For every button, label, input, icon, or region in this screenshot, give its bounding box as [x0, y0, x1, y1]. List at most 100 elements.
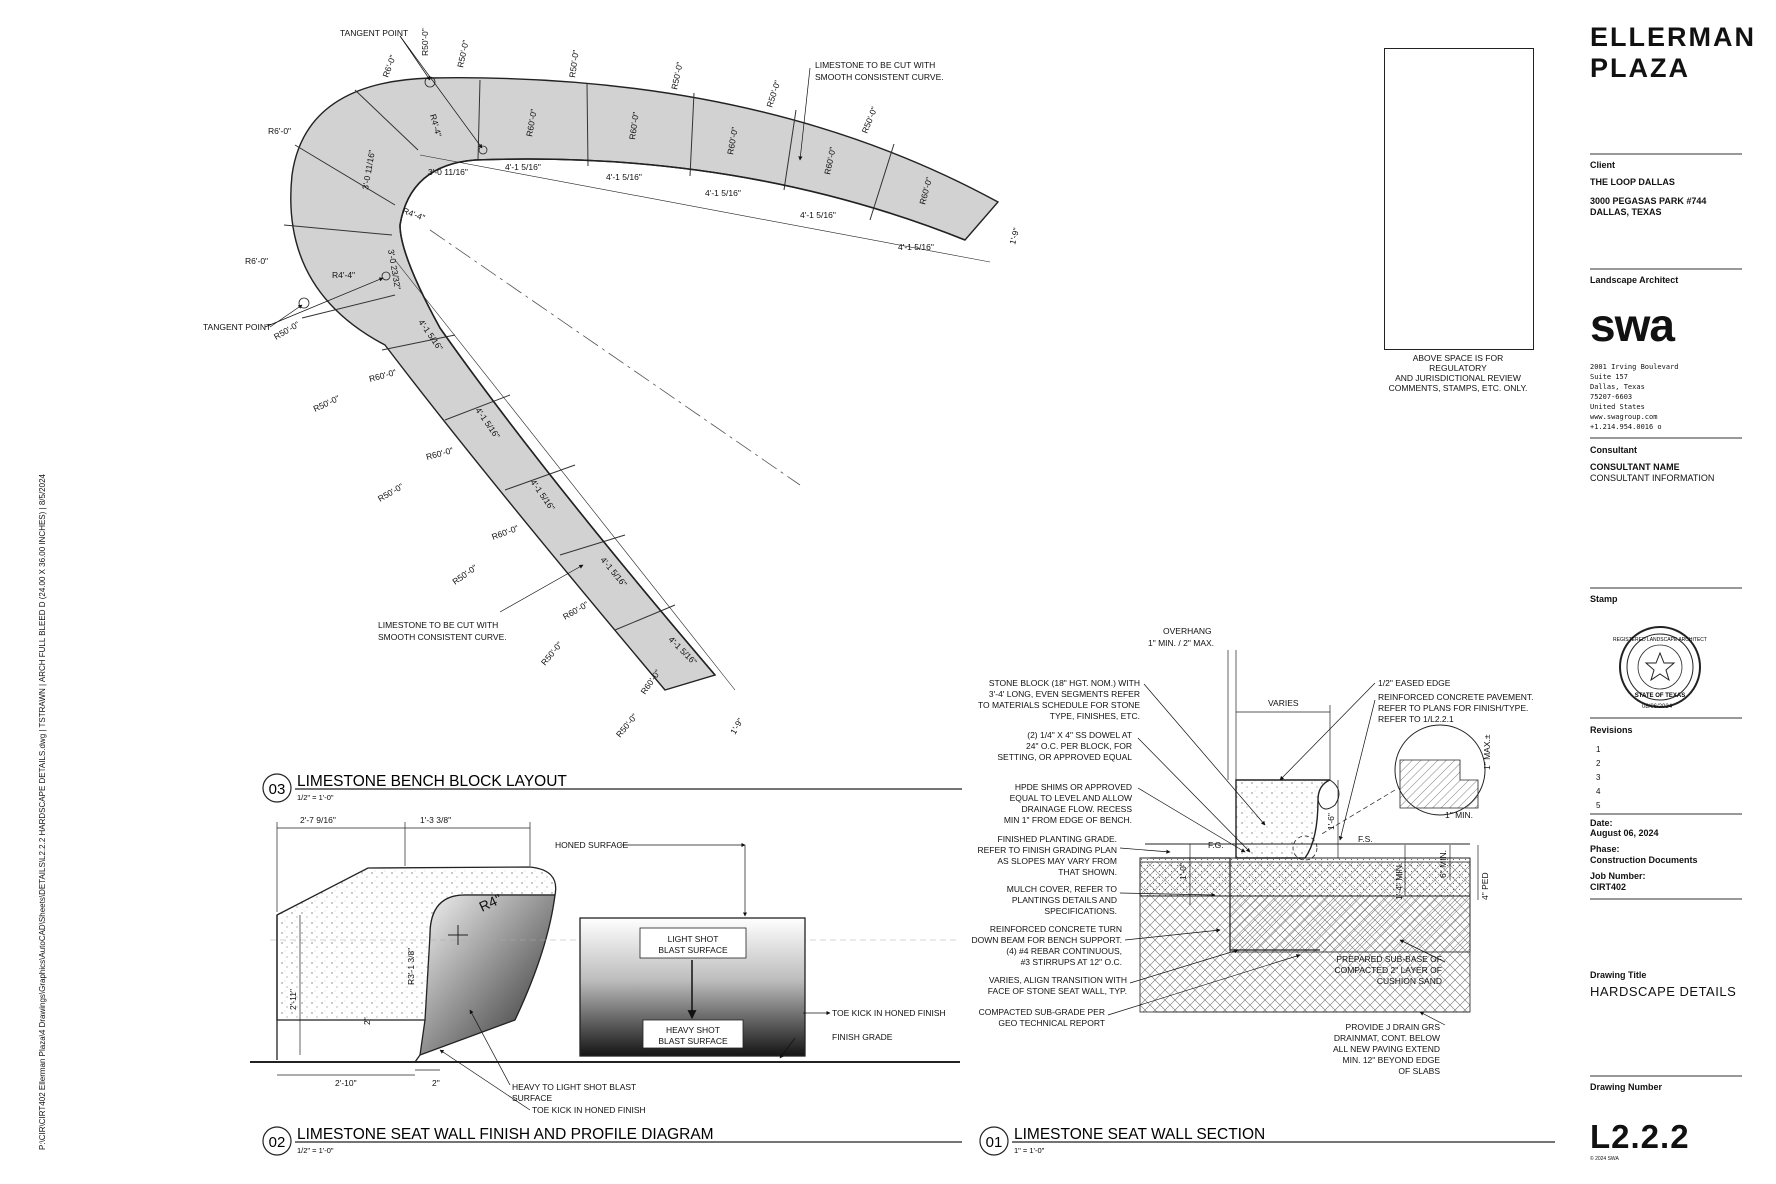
mulch-2: PLANTINGS DETAILS AND: [1012, 895, 1117, 905]
svg-text:STATE OF TEXAS: STATE OF TEXAS: [1635, 693, 1685, 699]
beam-2: DOWN BEAM FOR BENCH SUPPORT.: [972, 935, 1123, 945]
radius-label: R50'-0": [614, 712, 640, 740]
consultant-name: CONSULTANT NAME: [1590, 462, 1680, 472]
height-2-11: 2'-11": [288, 989, 298, 1010]
cut-note-bottom-1: LIMESTONE TO BE CUT WITH: [378, 620, 498, 630]
grade-1: FINISHED PLANTING GRADE.: [998, 834, 1118, 844]
heavy-shot-1: HEAVY SHOT: [666, 1025, 720, 1035]
dim-1-6: 1'-6": [1326, 813, 1336, 830]
radius-label: R50'-0": [450, 563, 479, 587]
revision-item: 1: [1596, 745, 1601, 754]
stamp-heading: Stamp: [1590, 594, 1618, 604]
radius-label: R50'-0": [764, 79, 782, 109]
drawing-number: L2.2.2: [1590, 1118, 1690, 1155]
segment-dim: 4'-1 5/16": [505, 162, 541, 172]
segment-dim: 4'-1 5/16": [898, 242, 934, 252]
heavy-light-2: SURFACE: [512, 1093, 552, 1103]
subbase-3: CUSHION SAND: [1377, 976, 1442, 986]
cut-note-bottom-2: SMOOTH CONSISTENT CURVE.: [378, 632, 507, 642]
radius-label: R50'-0": [420, 28, 430, 56]
section-stone-block: [1235, 779, 1331, 859]
dim-3-0-11-16: 3'-0 11/16": [428, 167, 468, 177]
radius-label: R60'-0": [490, 523, 520, 542]
subbase-1: PREPARED SUB-BASE OF: [1336, 954, 1442, 964]
drain-4: MIN. 12" BEYOND EDGE: [1343, 1055, 1441, 1065]
project-title: ELLERMAN PLAZA: [1590, 22, 1756, 83]
client-address-1: 3000 PEGASAS PARK #744: [1590, 196, 1707, 206]
seat-wall-face: [419, 894, 556, 1056]
subbase-2: COMPACTED 2" LAYER OF: [1334, 965, 1442, 975]
revision-item: 5: [1596, 801, 1601, 810]
finish-grade: FINISH GRADE: [832, 1032, 893, 1042]
heavy-shot-2: BLAST SURFACE: [658, 1036, 728, 1046]
cut-note-top-1: LIMESTONE TO BE CUT WITH: [815, 60, 935, 70]
detail-title-02: 02 LIMESTONE SEAT WALL FINISH AND PROFIL…: [262, 1126, 962, 1156]
swa-logo: swa: [1590, 299, 1675, 351]
base-2: 2": [432, 1078, 440, 1088]
eased-edge: 1/2" EASED EDGE: [1378, 678, 1451, 688]
copyright: © 2024 SWA: [1590, 1156, 1619, 1162]
bench-block-joints: [283, 79, 895, 631]
seat-wall-profile: 2'-7 9/16" 1'-3 3/8" HONED SURFACE R4" R…: [250, 815, 960, 1115]
detail-title-01: 01 LIMESTONE SEAT WALL SECTION 1" = 1'-0…: [979, 1126, 1555, 1156]
drawing-title: HARDSCAPE DETAILS: [1590, 984, 1737, 999]
beam-4: #3 STIRRUPS AT 12" O.C.: [1021, 957, 1122, 967]
radius-label: R60'-0": [524, 108, 539, 137]
radius-label: R6'-0": [268, 126, 291, 136]
fg-label: F.G.: [1208, 840, 1224, 850]
detail-scale: 1" = 1'-0": [1014, 1146, 1045, 1155]
radius-label: R50'-0": [860, 105, 880, 135]
job-value: CIRT402: [1590, 882, 1627, 892]
detail-scale: 1/2" = 1'-0": [297, 1146, 334, 1155]
revision-item: 2: [1596, 759, 1601, 768]
consultant-info: CONSULTANT INFORMATION: [1590, 473, 1715, 483]
drawing-title-heading: Drawing Title: [1590, 970, 1647, 980]
engineer-seal: STATE OF TEXAS REGISTERED LANDSCAPE ARCH…: [1613, 626, 1707, 708]
radius-label: R50'-0": [455, 39, 471, 68]
honed-surface-label: HONED SURFACE: [555, 840, 629, 850]
regulatory-stamp-box: [1384, 48, 1534, 350]
radius-label: R6'-0": [380, 54, 397, 79]
rcp-1: REINFORCED CONCRETE PAVEMENT.: [1378, 692, 1534, 702]
regulatory-note: ABOVE SPACE IS FOR REGULATORY AND JURISD…: [1388, 353, 1528, 393]
architect-address: 2001 Irving Boulevard Suite 157 Dallas, …: [1590, 363, 1679, 431]
detail-number: 03: [269, 781, 286, 798]
radius-label: R60'-0": [561, 599, 590, 622]
height-2: 2": [362, 1017, 372, 1025]
radius-label: R4'-4": [401, 205, 426, 222]
dowel-3: SETTING, OR APPROVED EQUAL: [997, 752, 1132, 762]
consultant-heading: Consultant: [1590, 445, 1637, 455]
dim-1-max: 1" MAX.±: [1482, 734, 1492, 770]
tangent-point-top: TANGENT POINT: [340, 28, 408, 38]
date-label: Date:: [1590, 818, 1613, 828]
tangent-point-left: TANGENT POINT: [203, 322, 271, 332]
radius-label: R60'-0": [725, 126, 740, 155]
grade-4: THAT SHOWN.: [1058, 867, 1117, 877]
revisions-heading: Revisions: [1590, 725, 1633, 735]
segment-dim: 4'-1 5/16": [800, 210, 836, 220]
radius-label: R60'-0": [425, 445, 454, 462]
bench-layout-plan: TANGENT POINT TANGENT POINT LIMESTONE TO…: [203, 28, 1021, 739]
detail-title: LIMESTONE SEAT WALL SECTION: [1014, 1126, 1265, 1143]
subgrade-1: COMPACTED SUB-GRADE PER: [979, 1007, 1105, 1017]
radius-label: R60'-0": [627, 111, 641, 140]
toe-kick-label: TOE KICK IN HONED FINISH: [532, 1105, 646, 1115]
varies-align-1: VARIES, ALIGN TRANSITION WITH: [989, 975, 1127, 985]
beam-1: REINFORCED CONCRETE TURN: [990, 924, 1122, 934]
segment-dim: 4'-1 5/16": [705, 188, 741, 198]
top-dim-b: 1'-3 3/8": [420, 815, 451, 825]
phase-value: Construction Documents: [1590, 855, 1698, 865]
light-shot-1: LIGHT SHOT: [668, 934, 719, 944]
stone-1: STONE BLOCK (18" HGT. NOM.) WITH: [989, 678, 1140, 688]
bench-curve-band: [290, 77, 1000, 691]
cut-note-top-2: SMOOTH CONSISTENT CURVE.: [815, 72, 944, 82]
detail-number: 02: [269, 1134, 286, 1151]
drain-5: OF SLABS: [1398, 1066, 1440, 1076]
client-name: THE LOOP DALLAS: [1590, 177, 1675, 187]
radius-label: R50'-0": [312, 393, 341, 414]
dim-4-ped: 4" PED: [1480, 872, 1490, 900]
date-value: August 06, 2024: [1590, 828, 1659, 838]
shims-2: EQUAL TO LEVEL AND ALLOW: [1010, 793, 1132, 803]
detail-scale: 1/2" = 1'-0": [297, 793, 334, 802]
